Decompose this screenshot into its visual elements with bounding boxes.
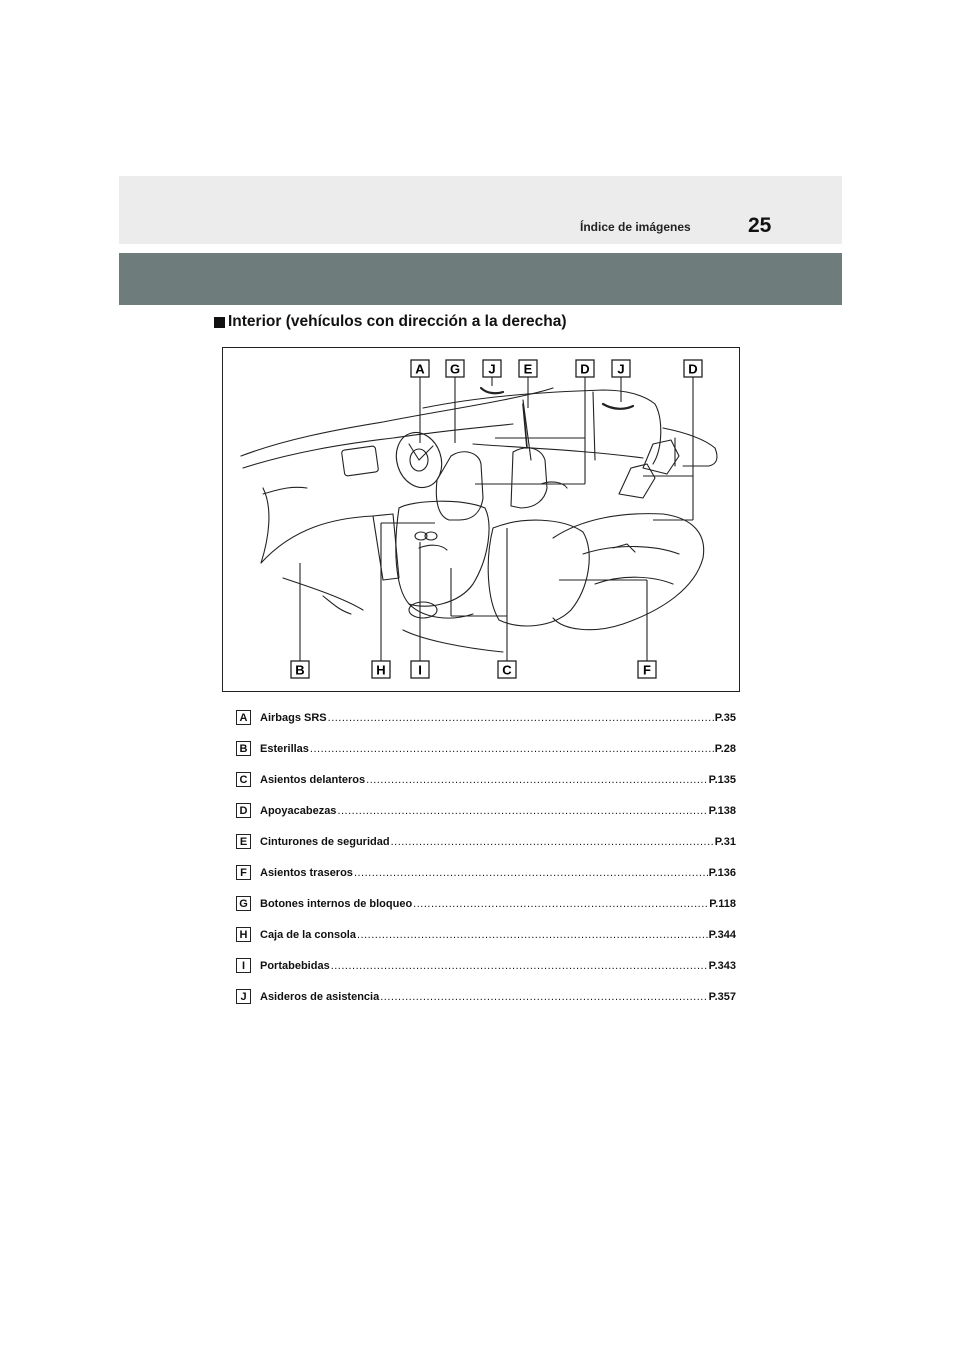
page-reference[interactable]: P.35 <box>714 711 736 724</box>
page-reference[interactable]: P.135 <box>708 773 736 786</box>
legend-letter: B <box>236 741 251 756</box>
legend-letter: A <box>236 710 251 725</box>
callout-g: G <box>445 359 465 378</box>
callout-f: F <box>637 660 657 679</box>
section-heading-text: Interior (vehículos con dirección a la d… <box>228 313 567 330</box>
callout-j: J <box>482 359 502 378</box>
page-reference[interactable]: P.343 <box>708 959 736 972</box>
callout-label: E <box>524 362 533 377</box>
dot-leader <box>331 960 708 972</box>
legend-letter: C <box>236 772 251 787</box>
callout-b: B <box>290 660 310 679</box>
legend-name: Esterillas <box>260 742 309 755</box>
page-reference[interactable]: P.357 <box>708 990 736 1003</box>
list-item: G Botones internos de bloqueo P.118 <box>236 888 736 919</box>
page-reference[interactable]: P.344 <box>708 928 736 941</box>
callout-label: G <box>450 362 460 377</box>
legend-entry: Portabebidas P.343 <box>260 960 736 972</box>
legend-entry: Asientos traseros P.136 <box>260 867 736 879</box>
legend-letter: J <box>236 989 251 1004</box>
callout-label: H <box>376 663 385 678</box>
dot-leader <box>380 991 707 1003</box>
callout-label: C <box>502 663 512 678</box>
dot-leader <box>328 712 714 724</box>
callout-h: H <box>371 660 391 679</box>
section-heading: Interior (vehículos con dirección a la d… <box>214 313 567 331</box>
callout-label: B <box>295 663 304 678</box>
callout-label: J <box>488 362 495 377</box>
page-reference[interactable]: P.136 <box>708 866 736 879</box>
legend-entry: Asientos delanteros P.135 <box>260 774 736 786</box>
callout-c: C <box>497 660 517 679</box>
legend-name: Cinturones de seguridad <box>260 835 390 848</box>
callout-label: D <box>580 362 589 377</box>
list-item: H Caja de la consola P.344 <box>236 919 736 950</box>
legend-name: Asideros de asistencia <box>260 990 380 1003</box>
legend-entry: Esterillas P.28 <box>260 743 736 755</box>
square-bullet-icon <box>214 316 225 328</box>
interior-drawing: A G J E D J D <box>240 359 718 679</box>
list-item: J Asideros de asistencia P.357 <box>236 981 736 1012</box>
dot-leader <box>357 929 708 941</box>
page-reference[interactable]: P.138 <box>708 804 736 817</box>
legend-entry: Cinturones de seguridad P.31 <box>260 836 736 848</box>
legend-name: Asientos delanteros <box>260 773 366 786</box>
legend-entry: Caja de la consola P.344 <box>260 929 736 941</box>
legend-letter: F <box>236 865 251 880</box>
legend-letter: G <box>236 896 251 911</box>
callout-label: D <box>688 362 697 377</box>
callout-label: J <box>617 362 624 377</box>
list-item: E Cinturones de seguridad P.31 <box>236 826 736 857</box>
dot-leader <box>354 867 708 879</box>
dot-leader <box>337 805 707 817</box>
dot-leader <box>366 774 708 786</box>
list-item: F Asientos traseros P.136 <box>236 857 736 888</box>
interior-illustration: A G J E D J D <box>222 347 740 692</box>
callout-e: E <box>518 359 538 378</box>
header-title: Índice de imágenes <box>580 220 691 234</box>
list-item: C Asientos delanteros P.135 <box>236 764 736 795</box>
dot-leader <box>391 836 714 848</box>
legend-name: Airbags SRS <box>260 711 327 724</box>
list-item: B Esterillas P.28 <box>236 733 736 764</box>
callout-label: A <box>415 362 425 377</box>
list-item: D Apoyacabezas P.138 <box>236 795 736 826</box>
legend-name: Caja de la consola <box>260 928 356 941</box>
dot-leader <box>413 898 708 910</box>
header-band <box>119 176 842 244</box>
callout-label: I <box>418 663 422 678</box>
section-band <box>119 253 842 305</box>
legend-name: Botones internos de bloqueo <box>260 897 413 910</box>
legend-name: Portabebidas <box>260 959 330 972</box>
legend-list: A Airbags SRS P.35 B Esterillas P.28 C A… <box>236 702 736 1012</box>
page-reference[interactable]: P.31 <box>714 835 736 848</box>
legend-name: Apoyacabezas <box>260 804 337 817</box>
callout-d: D <box>575 359 595 378</box>
legend-letter: H <box>236 927 251 942</box>
callout-j: J <box>611 359 631 378</box>
page-reference[interactable]: P.28 <box>714 742 736 755</box>
legend-entry: Asideros de asistencia P.357 <box>260 991 736 1003</box>
legend-entry: Airbags SRS P.35 <box>260 712 736 724</box>
page-reference[interactable]: P.118 <box>709 897 736 910</box>
legend-entry: Apoyacabezas P.138 <box>260 805 736 817</box>
legend-letter: E <box>236 834 251 849</box>
callout-a: A <box>410 359 430 378</box>
legend-entry: Botones internos de bloqueo P.118 <box>260 898 736 910</box>
list-item: I Portabebidas P.343 <box>236 950 736 981</box>
dot-leader <box>310 743 714 755</box>
legend-letter: I <box>236 958 251 973</box>
list-item: A Airbags SRS P.35 <box>236 702 736 733</box>
callout-label: F <box>643 663 651 678</box>
page-number: 25 <box>748 214 772 237</box>
legend-name: Asientos traseros <box>260 866 353 879</box>
legend-letter: D <box>236 803 251 818</box>
callout-i: I <box>410 660 430 679</box>
callout-d: D <box>683 359 703 378</box>
